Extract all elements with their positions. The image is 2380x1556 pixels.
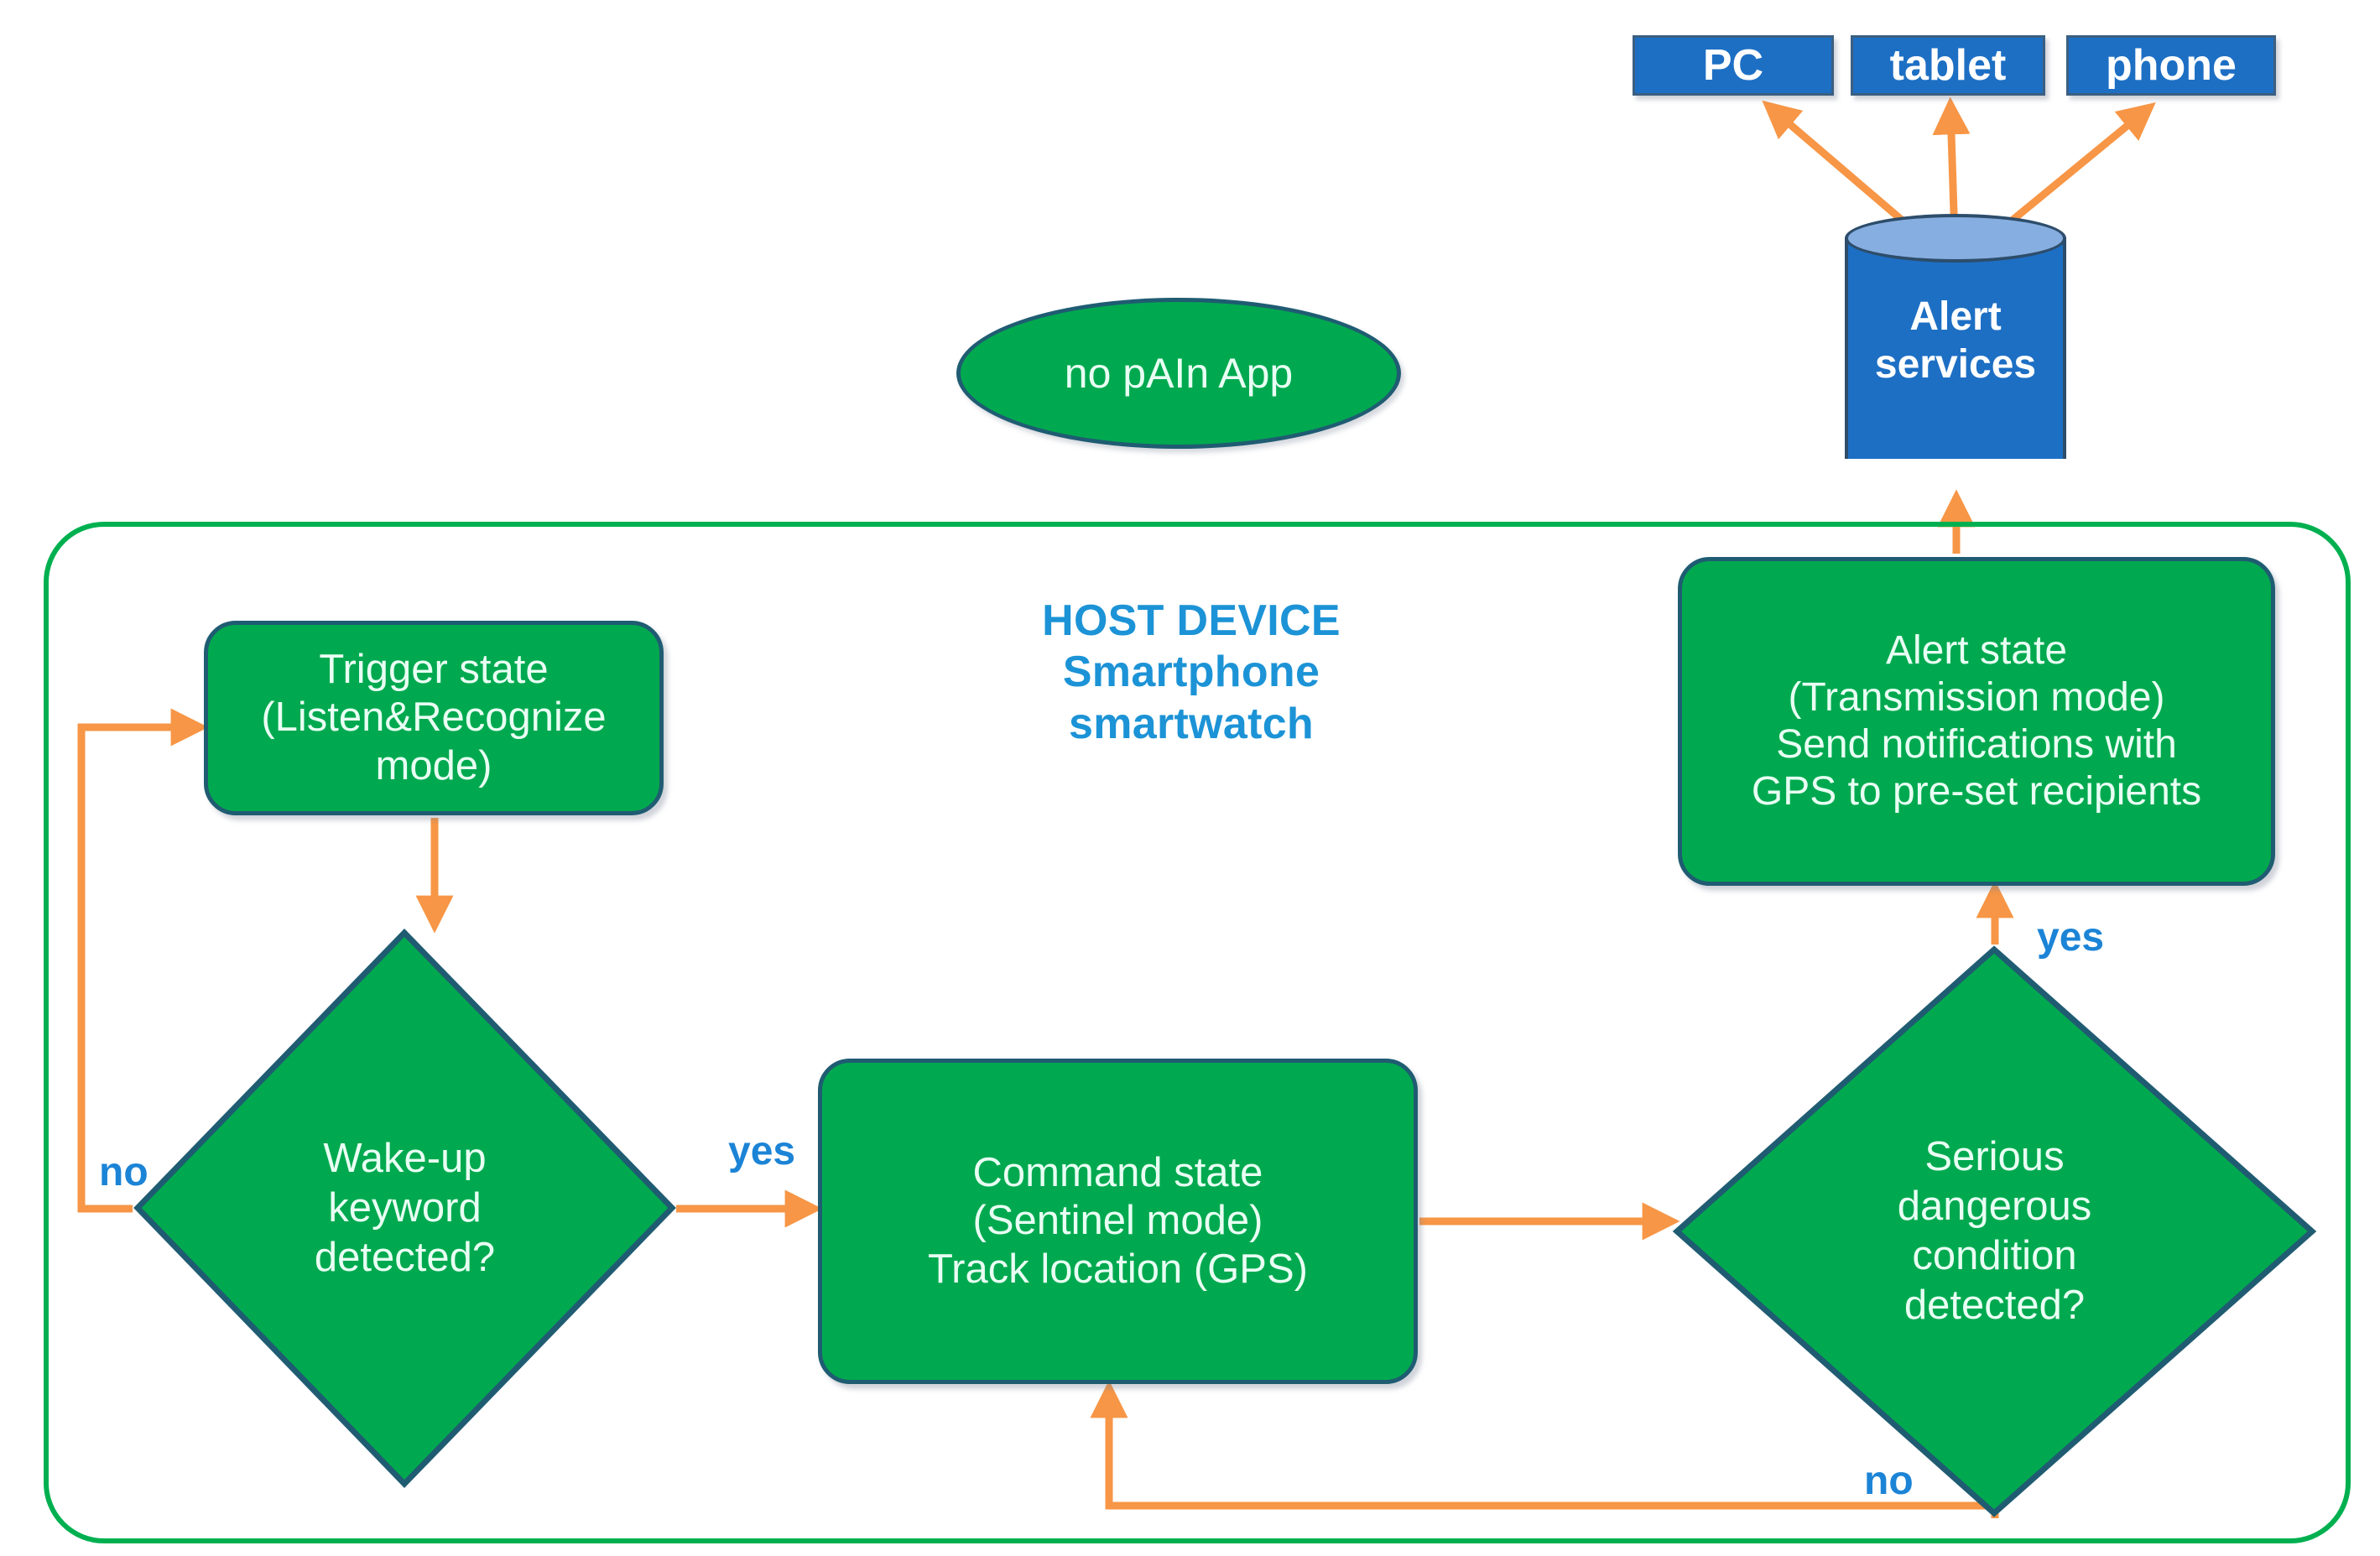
command-state-line2: (Sentinel mode) (972, 1198, 1263, 1244)
trigger-state-line3: mode) (375, 742, 492, 788)
recipient-tablet-label: tablet (1889, 41, 2007, 90)
edge-label-wakeup-yes: yes (728, 1129, 796, 1174)
alert-state-line1: Alert state (1885, 627, 2068, 673)
no-pain-app-label: no pAIn App (1064, 350, 1294, 397)
danger-diamond-shape (1672, 945, 2317, 1517)
no-pain-app-node[interactable]: no pAIn App (956, 298, 1401, 449)
alert-state-node[interactable]: Alert state (Transmission mode) Send not… (1678, 557, 2275, 886)
edge-label-danger-no: no (1864, 1459, 1914, 1503)
edge-label-wakeup-no: no (99, 1150, 148, 1194)
recipient-pc-box[interactable]: PC (1633, 35, 1834, 96)
host-title-line3: smartwatch (1069, 699, 1314, 748)
alert-services-label: Alert services (1845, 294, 2066, 388)
recipient-phone-label: phone (2106, 41, 2237, 90)
trigger-state-line1: Trigger state (319, 647, 549, 692)
wakeup-decision-node[interactable]: Wake-up keyword detected? (133, 928, 676, 1489)
alert-services-line1: Alert (1909, 294, 2002, 339)
alert-services-cylinder[interactable]: Alert services (1845, 214, 2066, 482)
wakeup-diamond-shape (133, 928, 676, 1489)
host-device-container (44, 522, 2351, 1543)
trigger-state-line2: (Listen&Recognize (261, 695, 607, 741)
recipient-tablet-box[interactable]: tablet (1851, 35, 2045, 96)
host-device-label: HOST DEVICE Smartphone smartwatch (956, 596, 1426, 750)
danger-decision-node[interactable]: Serious dangerous condition detected? (1672, 945, 2317, 1517)
edge-label-danger-yes: yes (2037, 915, 2105, 960)
host-title-line2: Smartphone (1062, 648, 1320, 697)
cylinder-body (1845, 237, 2066, 459)
trigger-state-node[interactable]: Trigger state (Listen&Recognize mode) (204, 621, 664, 815)
recipient-phone-box[interactable]: phone (2066, 35, 2276, 96)
cylinder-top-ellipse (1845, 214, 2066, 263)
host-title-line1: HOST DEVICE (1042, 596, 1341, 645)
command-state-line1: Command state (972, 1150, 1263, 1195)
command-state-node[interactable]: Command state (Sentinel mode) Track loca… (818, 1059, 1418, 1384)
recipient-pc-label: PC (1702, 41, 1764, 90)
alert-services-line2: services (1874, 341, 2037, 387)
alert-state-line4: GPS to pre-set recipients (1751, 769, 2202, 814)
command-state-line3: Track location (GPS) (928, 1246, 1308, 1292)
alert-state-line3: Send notifications with (1776, 722, 2177, 767)
alert-state-line2: (Transmission mode) (1788, 674, 2165, 720)
